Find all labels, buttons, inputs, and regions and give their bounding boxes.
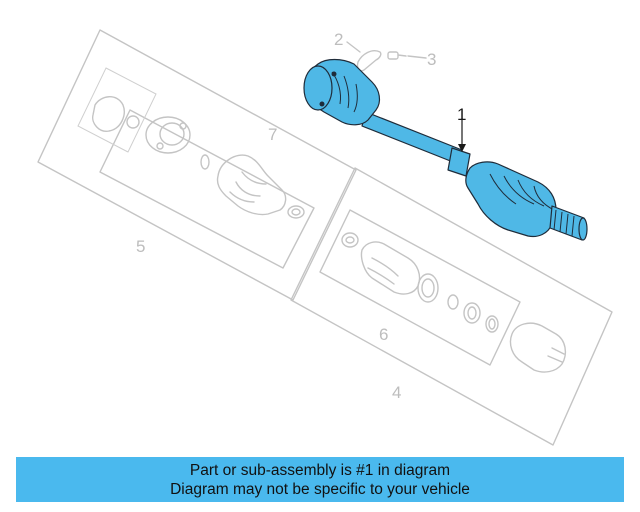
group-box-5 <box>37 29 357 301</box>
axle-shaft-assembly <box>303 58 588 241</box>
callout-1-arrow <box>458 144 466 152</box>
callout-4: 4 <box>392 383 401 402</box>
banner-line-1: Part or sub-assembly is #1 in diagram <box>189 462 451 479</box>
boot-outer <box>216 154 287 216</box>
seal-ring <box>92 96 125 132</box>
boot-inner <box>360 241 421 295</box>
axle-shaft <box>361 111 463 165</box>
group-box-4 <box>290 167 613 446</box>
group-box-6 <box>319 209 521 366</box>
callout-5: 5 <box>136 237 145 256</box>
flange <box>145 116 191 154</box>
info-banner: Part or sub-assembly is #1 in diagram Di… <box>16 457 624 502</box>
callout-6: 6 <box>379 325 388 344</box>
group-box-7 <box>99 109 315 269</box>
banner-line-2: Diagram may not be specific to your vehi… <box>170 481 470 498</box>
callout-3: 3 <box>427 50 436 69</box>
callout-1: 1 <box>457 105 466 124</box>
inner-boot <box>465 161 557 238</box>
inner-cv-joint <box>509 322 567 373</box>
bolt-and-clip <box>346 41 427 72</box>
callout-2: 2 <box>334 30 343 49</box>
callout-7: 7 <box>268 125 277 144</box>
